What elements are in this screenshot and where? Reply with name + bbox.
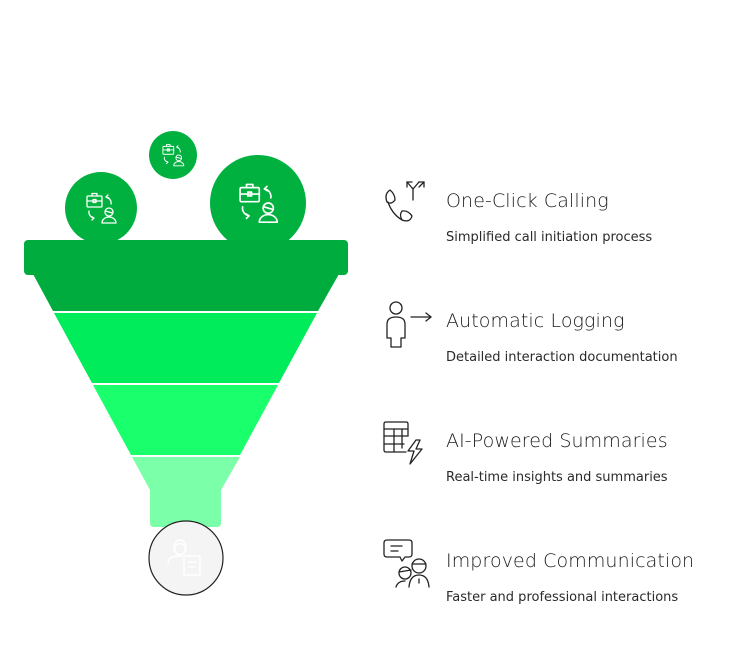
funnel-band-3 [93,385,278,455]
feature-subtitle: Real-time insights and summaries [446,470,668,485]
table-lightning-icon [383,421,423,465]
feature-subtitle: Faster and professional interactions [446,590,679,605]
phone-call-split-icon [385,181,425,222]
agent-document-icon [167,539,201,576]
feature-improved-communication: Improved Communication Faster and profes… [380,538,740,618]
funnel-diagram [24,131,348,596]
input-circle-large [210,155,306,251]
feature-subtitle: Simplified call initiation process [446,230,653,245]
input-circle-small [149,131,197,179]
feature-ai-powered-summaries: AI-Powered Summaries Real-time insights … [380,418,740,498]
funnel-band-4 [132,457,240,527]
feature-one-click-calling: One-Click Calling Simplified call initia… [380,178,740,258]
feature-title: One-Click Calling [446,190,609,212]
feature-title: AI-Powered Summaries [446,430,668,452]
output-circle [148,520,224,596]
input-circle-medium [65,172,137,244]
feature-title: Automatic Logging [446,310,625,332]
chat-people-icon [383,539,430,588]
funnel-band-2 [54,313,317,383]
person-arrow-icon [386,301,432,348]
funnel-rim [24,240,348,275]
feature-title: Improved Communication [446,550,695,572]
feature-automatic-logging: Automatic Logging Detailed interaction d… [380,298,740,378]
funnel-band-1 [33,274,339,311]
feature-subtitle: Detailed interaction documentation [446,350,678,365]
